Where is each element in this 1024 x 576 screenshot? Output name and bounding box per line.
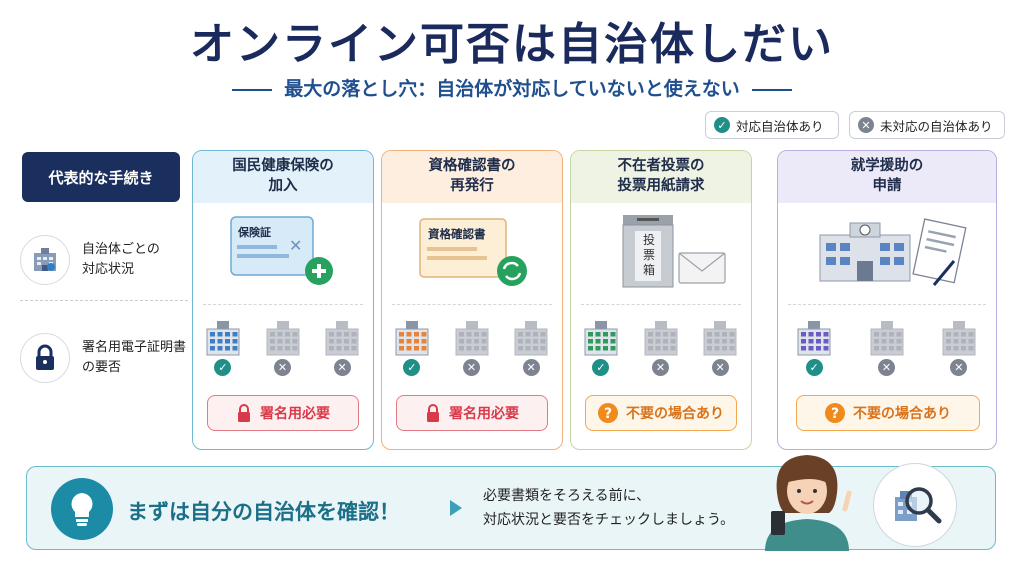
check-icon: ✓: [403, 359, 421, 376]
person-with-phone-illustration: [747, 451, 867, 551]
ballot-box-label: 投票箱: [642, 233, 655, 277]
column-title: 資格確認書の再発行: [382, 151, 562, 203]
check-icon: ✓: [592, 359, 610, 376]
signature-required-badge: 署名用必要: [207, 395, 359, 431]
building-icon: [20, 235, 70, 285]
question-icon: ?: [825, 403, 845, 423]
procedure-column-absentee-ballot: 不在者投票の投票用紙請求 投票箱 ✓ ✕ ✕ ? 不要の場合あり: [570, 150, 752, 450]
svg-text:✕: ✕: [289, 236, 302, 255]
question-icon: ?: [598, 403, 618, 423]
school-building-icon: [778, 209, 996, 301]
municipality-unsupported: ✕: [322, 319, 362, 376]
legend-supported-label: 対応自治体あり: [736, 118, 824, 134]
procedure-column-health-insurance: 国民健康保険の加入 ✕ 保険証 ✓ ✕ ✕ 署名用必要: [192, 150, 374, 450]
row-divider: [20, 300, 188, 301]
cross-icon: ✕: [274, 359, 291, 376]
municipality-status-row: ✓ ✕ ✕: [382, 319, 562, 383]
cross-icon: ✕: [858, 117, 874, 133]
cross-icon: ✕: [522, 359, 540, 376]
certificate-icon: 資格確認書: [382, 209, 562, 301]
municipality-unsupported: ✕: [511, 319, 551, 376]
municipality-unsupported: ✕: [867, 319, 907, 376]
legend-supported: ✓ 対応自治体あり: [705, 111, 839, 139]
column-divider: [203, 304, 363, 305]
municipality-supported: ✓: [392, 319, 432, 376]
lock-icon: [425, 404, 441, 422]
tip-banner: まずは自分の自治体を確認！ 必要書類をそろえる前に、 対応状況と要否をチェックし…: [26, 455, 996, 551]
municipality-unsupported: ✕: [452, 319, 492, 376]
signature-required-badge: 署名用必要: [396, 395, 548, 431]
cross-icon: ✕: [711, 359, 729, 376]
insurance-card-icon: ✕ 保険証: [193, 209, 373, 301]
subtitle-dash-right: [751, 88, 792, 91]
tip-note: 必要書類をそろえる前に、 対応状況と要否をチェックしましょう。: [483, 488, 735, 528]
svg-text:?: ?: [604, 406, 612, 422]
municipality-unsupported: ✕: [939, 319, 979, 376]
row-header: 代表的な手続き: [22, 152, 180, 202]
check-icon: ✓: [805, 359, 823, 376]
lock-icon: [20, 333, 70, 383]
municipality-unsupported: ✕: [263, 319, 303, 376]
municipality-supported: ✓: [581, 319, 621, 376]
page-subtitle: 最大の落とし穴：自治体が対応していないと使えない: [0, 74, 1024, 101]
legend-unsupported: ✕ 未対応の自治体あり: [849, 111, 1005, 139]
column-title: 不在者投票の投票用紙請求: [571, 151, 751, 203]
svg-text:?: ?: [831, 406, 839, 422]
page-title: オンライン可否は自治体しだい: [190, 19, 834, 70]
cross-icon: ✕: [950, 359, 968, 376]
cross-icon: ✕: [463, 359, 480, 376]
signature-optional-badge: ? 不要の場合あり: [585, 395, 737, 431]
row-label-signature-text: 署名用電子証明書 の要否: [82, 339, 187, 375]
procedure-column-eligibility-certificate: 資格確認書の再発行 資格確認書 ✓ ✕ ✕ 署名用必要: [381, 150, 563, 450]
card-label: 保険証: [238, 226, 271, 239]
municipality-unsupported: ✕: [700, 319, 740, 376]
ballot-box-icon: 投票箱: [571, 209, 751, 301]
signature-optional-badge: ? 不要の場合あり: [796, 395, 980, 431]
column-title: 就学援助の申請: [778, 151, 996, 203]
lightbulb-icon: [51, 478, 113, 540]
check-icon: ✓: [714, 117, 730, 133]
lock-icon: [236, 404, 252, 422]
legend-unsupported-label: 未対応の自治体あり: [880, 118, 993, 134]
cross-icon: ✕: [333, 359, 351, 376]
tip-message: まずは自分の自治体を確認！: [127, 500, 400, 524]
arrow-icon: [450, 500, 462, 516]
row-label-signature: 署名用電子証明書 の要否: [20, 333, 186, 383]
row-label-status: 自治体ごとの 対応状況: [20, 235, 160, 285]
procedure-column-school-aid: 就学援助の申請 ✓ ✕ ✕ ? 不要の場合あり: [777, 150, 997, 450]
municipality-supported: ✓: [794, 319, 834, 376]
cross-icon: ✕: [878, 359, 895, 376]
magnifier-icon: [873, 463, 957, 547]
municipality-unsupported: ✕: [641, 319, 681, 376]
subtitle-dash-left: [232, 88, 273, 91]
check-icon: ✓: [214, 359, 232, 376]
municipality-status-row: ✓ ✕ ✕: [778, 319, 996, 383]
municipality-status-row: ✓ ✕ ✕: [193, 319, 373, 383]
column-title: 国民健康保険の加入: [193, 151, 373, 203]
certificate-label: 資格確認書: [428, 227, 486, 241]
municipality-status-row: ✓ ✕ ✕: [571, 319, 751, 383]
row-label-status-text: 自治体ごとの 対応状況: [82, 241, 160, 277]
column-divider: [392, 304, 552, 305]
subtitle-text: 最大の落とし穴：自治体が対応していないと使えない: [284, 78, 740, 100]
municipality-supported: ✓: [203, 319, 243, 376]
cross-icon: ✕: [652, 359, 669, 376]
column-divider: [788, 304, 986, 305]
column-divider: [581, 304, 741, 305]
